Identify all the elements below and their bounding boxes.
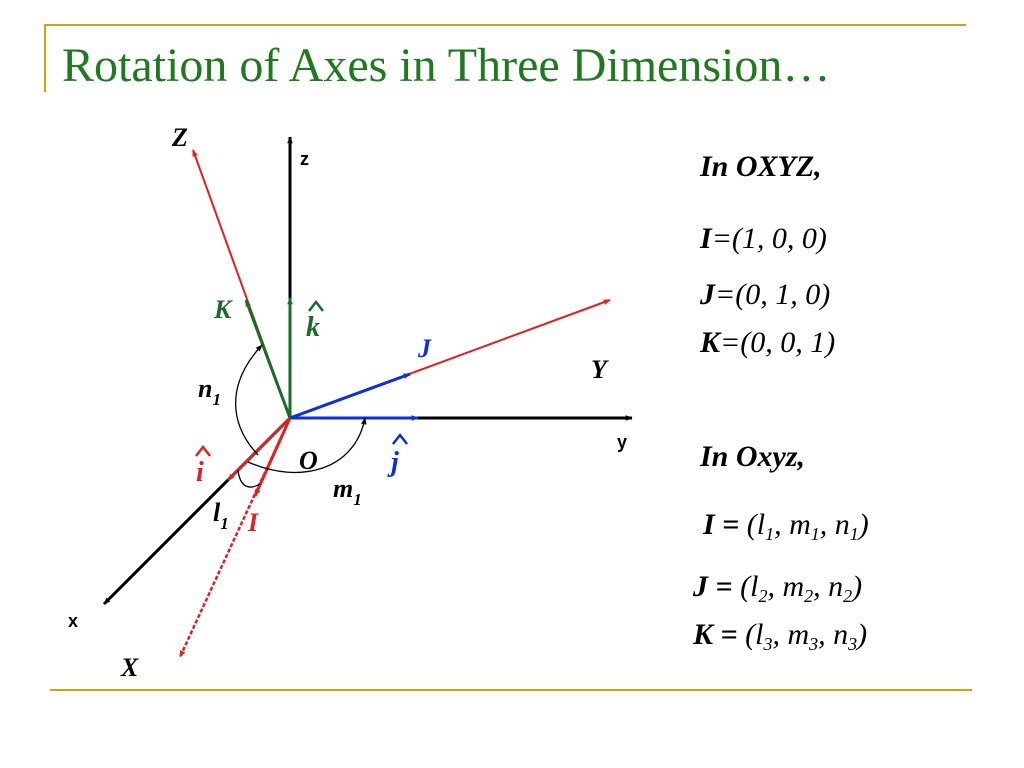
I2-equation: I = (l1, m1, n1) bbox=[703, 508, 869, 544]
Z-label: Z bbox=[171, 123, 188, 152]
x-label: x bbox=[68, 611, 78, 631]
j-hat-caret bbox=[392, 432, 408, 445]
frame-top-rule bbox=[44, 24, 966, 26]
l1-label: l1 bbox=[213, 498, 229, 533]
i-hat-unit-vector bbox=[226, 416, 292, 482]
I-equation: I=(1, 0, 0) bbox=[700, 222, 827, 255]
K-equation: K=(0, 0, 1) bbox=[700, 326, 836, 359]
K-label: K bbox=[213, 295, 233, 324]
m1-label: m1 bbox=[333, 474, 362, 509]
J2-equation: J = (l2, m2, n2) bbox=[693, 570, 863, 606]
z-label: z bbox=[300, 149, 309, 169]
K-unit-vector bbox=[244, 299, 292, 419]
J-equation: J=(0, 1, 0) bbox=[700, 278, 831, 311]
i-hat-caret bbox=[195, 444, 211, 457]
frame-left-rule bbox=[44, 24, 46, 92]
frame-bottom-rule bbox=[50, 689, 972, 691]
k-hat-caret bbox=[308, 299, 324, 312]
n1-angle-arc bbox=[234, 344, 263, 456]
k-hat-label: k bbox=[306, 312, 320, 343]
J-label: J bbox=[417, 334, 432, 363]
X-label: X bbox=[120, 653, 139, 682]
n1-label: n1 bbox=[198, 374, 221, 409]
j-hat-label: j bbox=[387, 447, 399, 478]
O-label: O bbox=[299, 446, 318, 475]
l1-angle-arc bbox=[237, 469, 261, 488]
I-unit-vector bbox=[253, 417, 292, 497]
i-hat-label: i bbox=[196, 457, 204, 488]
I-label: I bbox=[247, 508, 259, 537]
oxyz-heading: In OXYZ, bbox=[700, 150, 822, 183]
Y-label: Y bbox=[591, 355, 609, 384]
y-label: y bbox=[617, 432, 627, 452]
m1-angle-arc bbox=[247, 417, 367, 474]
oxyz2-heading: In Oxyz, bbox=[700, 440, 806, 473]
K2-equation: K = (l3, m3, n3) bbox=[693, 618, 868, 654]
J-unit-vector bbox=[289, 372, 411, 420]
slide-title: Rotation of Axes in Three Dimension… bbox=[62, 39, 831, 92]
